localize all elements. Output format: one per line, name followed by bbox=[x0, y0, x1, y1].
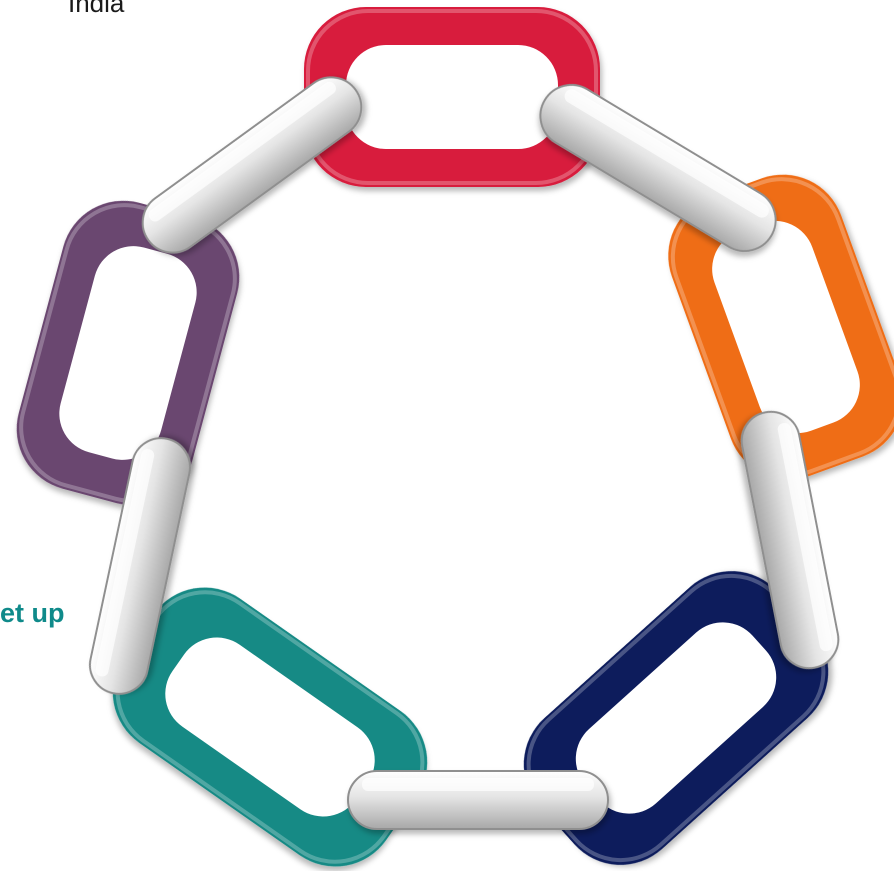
purple-chain-link bbox=[3, 187, 253, 520]
connector-navy-teal bbox=[348, 771, 608, 829]
